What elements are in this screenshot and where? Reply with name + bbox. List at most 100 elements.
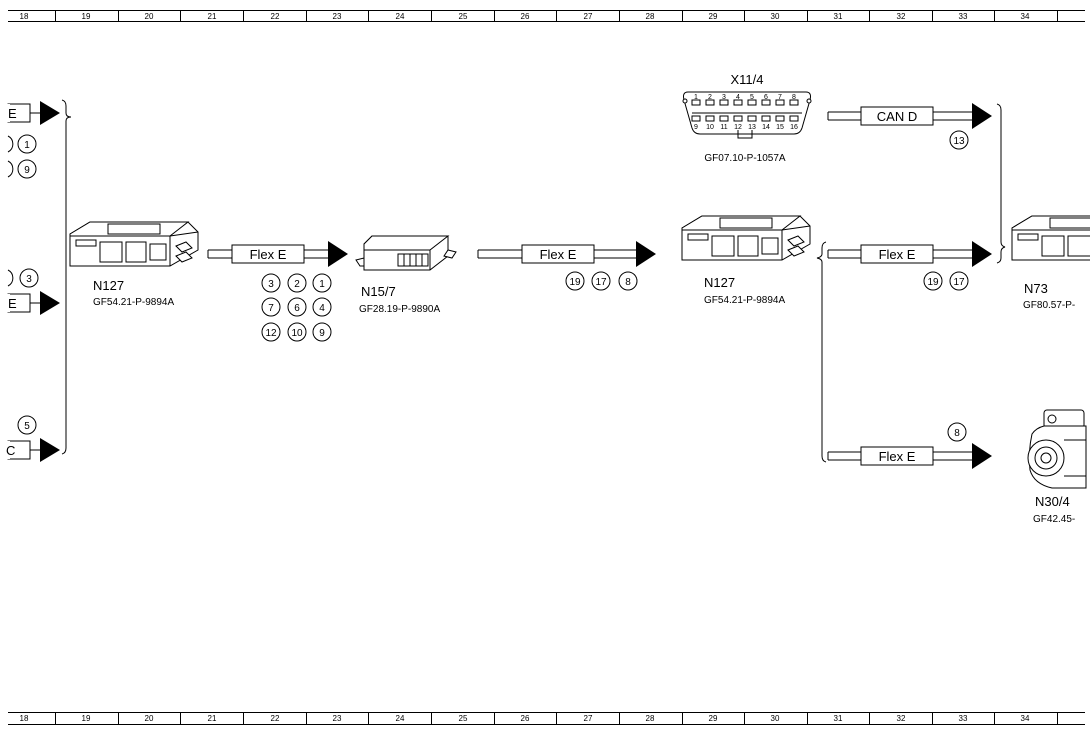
flex-e-label: Flex E (540, 247, 577, 262)
can-d-label: CAN D (877, 109, 917, 124)
flex-e-label: Flex E (879, 247, 916, 262)
ruler-top-label: 20 (145, 12, 154, 21)
ruler-bottom-label: 27 (584, 714, 593, 723)
circle-label: 1 (319, 279, 325, 290)
circle-label: 1 (24, 140, 30, 151)
circle-label: 3 (26, 274, 32, 285)
circle-label: 8 (954, 428, 960, 439)
circle-label: 19 (927, 277, 939, 288)
circle-label: 3 (268, 279, 274, 290)
n127-center-label: N127 (704, 275, 735, 290)
circle-marker (17, 134, 37, 154)
pin-label: 14 (762, 124, 770, 131)
right-brace (996, 103, 1006, 264)
left-arrow-top: E (6, 101, 60, 125)
ruler-bottom-label: 23 (333, 714, 342, 723)
pin-label: 12 (734, 124, 742, 131)
circle-label: 17 (953, 277, 965, 288)
ruler-bottom-label: 32 (897, 714, 906, 723)
n30-4-ref: GF42.45- (1033, 514, 1075, 525)
n127-center-ref: GF54.21-P-9894A (704, 295, 785, 306)
left-circles: 1 9 3 5 (7, 134, 39, 435)
pin-label: 13 (748, 124, 756, 131)
n73-label: N73 (1024, 281, 1048, 296)
circle-marker (591, 271, 611, 291)
circle-label: 5 (24, 421, 30, 432)
circle-marker (312, 322, 332, 342)
circle-marker (618, 271, 638, 291)
circle-group-b: 19 17 8 (565, 271, 638, 291)
ruler-top-label: 30 (771, 12, 780, 21)
ruler-bottom-label: 33 (959, 714, 968, 723)
center-brace (816, 241, 827, 463)
left-arrow-middle-label: E (8, 296, 17, 311)
left-arrow-middle: E (6, 291, 60, 315)
pin-label: 8 (792, 94, 796, 101)
circle-marker (949, 130, 969, 150)
ruler-bottom-label: 30 (771, 714, 780, 723)
ruler-top-label: 27 (584, 12, 593, 21)
circle-marker (287, 322, 307, 342)
n30-4-label: N30/4 (1035, 494, 1070, 509)
pin-label: 7 (778, 94, 782, 101)
pin-label: 3 (722, 94, 726, 101)
x11-4-ref: GF07.10-P-1057A (704, 153, 785, 164)
ruler-bottom-label: 29 (709, 714, 718, 723)
left-arrow-top-label: E (8, 106, 17, 121)
ruler-bottom-label: 18 (20, 714, 29, 723)
circle-label: 10 (291, 328, 303, 339)
pin-label: 2 (708, 94, 712, 101)
n15-7-ref: GF28.19-P-9890A (359, 304, 440, 315)
circle-label: 7 (268, 303, 274, 314)
circle-marker (19, 268, 39, 288)
circle-label: 6 (294, 303, 300, 314)
ruler-top-label: 23 (333, 12, 342, 21)
bus-flex-e-4: 8 Flex E (827, 422, 992, 469)
ruler-bottom-label: 25 (459, 714, 468, 723)
x11-4-label: X11/4 (730, 72, 763, 87)
ruler-top-label: 25 (459, 12, 468, 21)
connector-x11-4: X11/4 1 2 3 4 5 6 7 (682, 72, 812, 164)
circle-marker (947, 422, 967, 442)
bus-flex-e-2: Flex E (477, 241, 656, 267)
bus-can-d: CAN D 13 (827, 103, 992, 150)
circle-label: 9 (24, 165, 30, 176)
circle-label: 8 (625, 277, 631, 288)
ruler-top-label: 33 (959, 12, 968, 21)
circle-label: 17 (595, 277, 607, 288)
circle-marker (312, 297, 332, 317)
bus-flex-e-3: Flex E 19 17 (827, 241, 992, 291)
circle-label: 9 (319, 328, 325, 339)
left-arrow-bottom-label: C (6, 443, 15, 458)
n15-7-label: N15/7 (361, 284, 396, 299)
circle-marker (287, 273, 307, 293)
ruler-top: 18 19 20 21 22 23 24 25 26 27 28 29 30 3… (8, 10, 1085, 22)
module-n30-4: N30/4 GF42.45- (1027, 409, 1087, 525)
n73-ref: GF80.57-P- (1023, 300, 1075, 311)
circle-marker (17, 159, 37, 179)
ecu-n73: N73 GF80.57-P- (1011, 215, 1090, 311)
pin-label: 10 (706, 124, 714, 131)
ruler-bottom-label: 22 (271, 714, 280, 723)
pin-label: 9 (694, 124, 698, 131)
flex-e-label: Flex E (879, 449, 916, 464)
ecu-n127-center: N127 GF54.21-P-9894A (681, 215, 811, 306)
ruler-top-label: 19 (82, 12, 91, 21)
ruler-bottom-label: 21 (208, 714, 217, 723)
circle-marker (923, 271, 943, 291)
n127-left-label: N127 (93, 278, 124, 293)
ruler-top-label: 31 (834, 12, 843, 21)
pin-label: 11 (720, 124, 727, 131)
pin-label: 5 (750, 94, 754, 101)
module-n15-7: N15/7 GF28.19-P-9890A (355, 235, 457, 315)
circle-group-a: 3 2 1 7 6 4 12 10 9 (261, 273, 332, 342)
ruler-top-label: 34 (1021, 12, 1030, 21)
circle-label: 12 (265, 328, 277, 339)
ruler-bottom-label: 31 (834, 714, 843, 723)
pin-label: 6 (764, 94, 768, 101)
ruler-bottom-label: 20 (145, 714, 154, 723)
ecu-n127-left: N127 GF54.21-P-9894A (69, 221, 199, 308)
circle-label: 2 (294, 279, 300, 290)
pin-label: 4 (736, 94, 740, 101)
ruler-top-label: 29 (709, 12, 718, 21)
